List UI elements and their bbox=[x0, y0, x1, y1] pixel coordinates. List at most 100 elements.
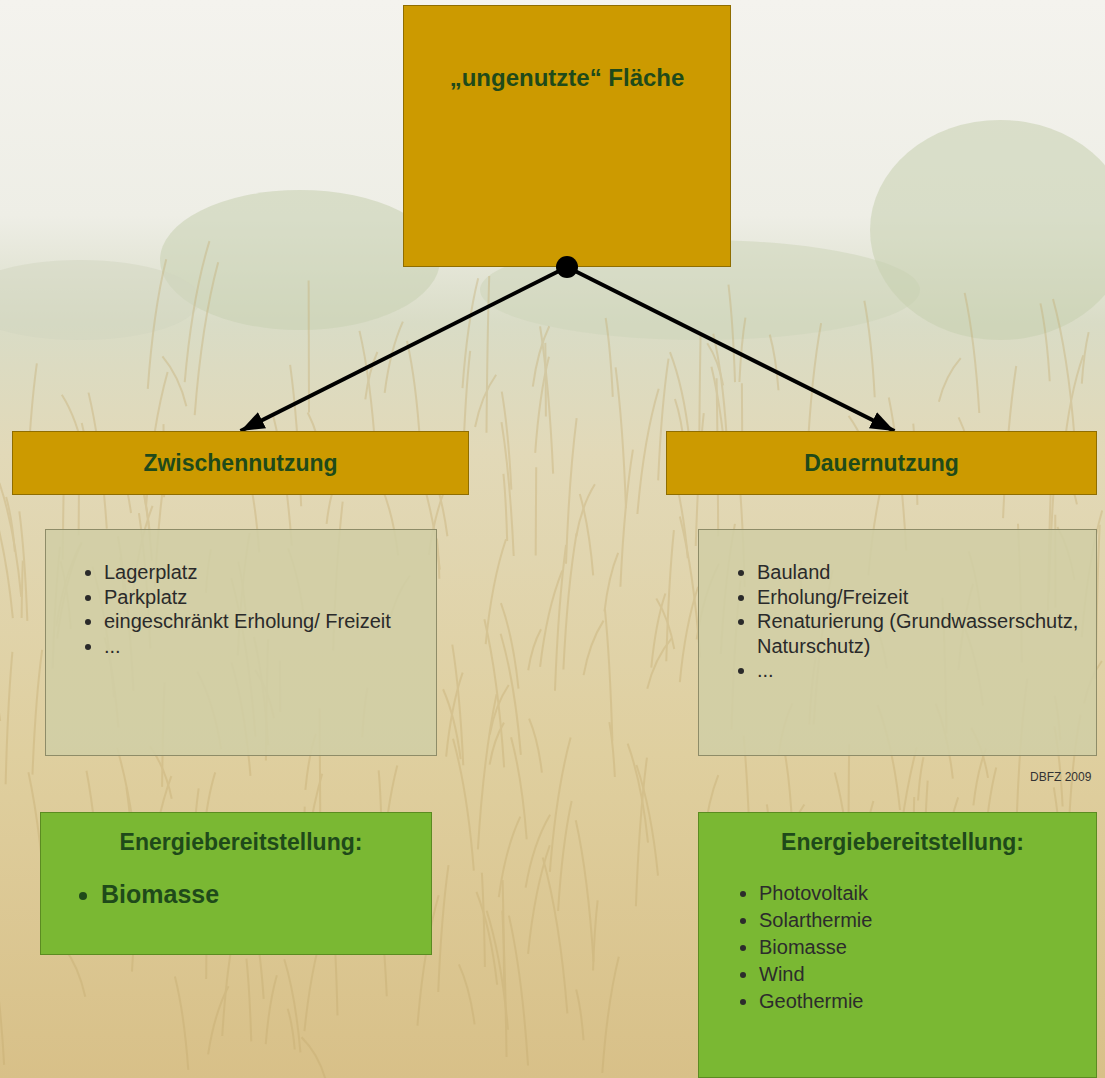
grass-blade bbox=[284, 959, 300, 1052]
grass-blade bbox=[606, 318, 613, 397]
grass-blade bbox=[584, 621, 604, 675]
grass-blade bbox=[535, 467, 537, 555]
category-box: Dauernutzung bbox=[666, 431, 1097, 495]
grass-blade bbox=[918, 757, 923, 800]
energy-heading: Energiebereitstellung: bbox=[67, 829, 415, 856]
root-box: „ungenutzte“ Fläche bbox=[403, 5, 731, 267]
grass-blade bbox=[6, 497, 15, 552]
grass-blade bbox=[558, 801, 572, 911]
list-item: Wind bbox=[759, 961, 1080, 988]
grass-blade bbox=[302, 1037, 326, 1078]
arrow-connector bbox=[241, 267, 568, 431]
grass-blade bbox=[965, 293, 980, 413]
list-item: Geothermie bbox=[759, 988, 1080, 1015]
grass-blade bbox=[503, 474, 507, 541]
grass-blade bbox=[462, 278, 478, 388]
grass-blade bbox=[308, 281, 310, 413]
bullet-list: PhotovoltaikSolarthermieBiomasseWindGeot… bbox=[725, 880, 1080, 1015]
box-title: „ungenutzte“ Fläche bbox=[418, 64, 716, 93]
grass-blade bbox=[580, 494, 593, 575]
list-item: Photovoltaik bbox=[759, 880, 1080, 907]
bullet-list: BaulandErholung/FreizeitRenaturierung (G… bbox=[723, 560, 1082, 683]
grass-blade bbox=[864, 301, 874, 397]
grass-blade bbox=[32, 650, 42, 775]
grass-blade bbox=[973, 749, 986, 806]
grass-blade bbox=[499, 817, 521, 898]
grass-blade bbox=[576, 989, 583, 1040]
grass-blade bbox=[543, 857, 568, 1013]
grass-blade bbox=[246, 959, 251, 1042]
grass-blade bbox=[604, 553, 618, 611]
grass-blade bbox=[266, 975, 277, 1044]
grass-blade bbox=[175, 976, 188, 1069]
grass-blade bbox=[185, 241, 210, 382]
list-item: Renaturierung (Grundwasserschutz, Naturs… bbox=[757, 609, 1082, 658]
grass-blade bbox=[620, 450, 633, 587]
grass-blade bbox=[563, 533, 576, 669]
list-item: ... bbox=[757, 658, 1082, 683]
grass-blade bbox=[490, 723, 504, 765]
grass-blade bbox=[0, 626, 1, 721]
list-item: eingeschränkt Erholung/ Freizeit bbox=[104, 609, 422, 634]
use-list-box: LagerplatzParkplatzeingeschränkt Erholun… bbox=[45, 529, 437, 756]
grass-blade bbox=[22, 561, 23, 618]
list-item: Erholung/Freizeit bbox=[757, 585, 1082, 610]
list-item: Parkplatz bbox=[104, 585, 422, 610]
energy-heading: Energiebereitstellung: bbox=[725, 829, 1080, 856]
grass-blade bbox=[535, 357, 549, 453]
list-item: Biomasse bbox=[759, 934, 1080, 961]
grass-blade bbox=[0, 495, 13, 619]
grass-blade bbox=[526, 815, 550, 888]
grass-blade bbox=[540, 571, 562, 667]
grass-blade bbox=[656, 599, 674, 649]
grass-blade bbox=[576, 820, 594, 961]
grass-blade bbox=[0, 483, 21, 597]
grass-blade bbox=[939, 358, 961, 402]
grass-blade bbox=[443, 689, 461, 759]
grass-blade bbox=[459, 964, 475, 1024]
grass-blade bbox=[707, 343, 723, 385]
grass-blade bbox=[550, 737, 571, 871]
list-item: Biomasse bbox=[101, 878, 415, 912]
grass-blade bbox=[487, 911, 508, 1030]
category-box: Zwischennutzung bbox=[12, 431, 469, 495]
grass-blade bbox=[529, 719, 542, 773]
energy-box: Energiebereitstellung: PhotovoltaikSolart… bbox=[698, 812, 1097, 1078]
grass-blade bbox=[148, 259, 166, 389]
bullet-list: Biomasse bbox=[67, 878, 415, 912]
grass-blade bbox=[509, 916, 528, 1066]
bullet-list: LagerplatzParkplatzeingeschränkt Erholun… bbox=[70, 560, 422, 658]
grass-blade bbox=[533, 326, 549, 386]
grass-blade bbox=[511, 737, 527, 839]
grass-blade bbox=[438, 865, 448, 992]
grass-blade bbox=[566, 418, 577, 564]
list-item: ... bbox=[104, 634, 422, 659]
grass-blade bbox=[446, 673, 463, 757]
grass-blade bbox=[6, 652, 13, 784]
source-note: DBFZ 2009 bbox=[1030, 770, 1091, 784]
grass-blade bbox=[1053, 299, 1075, 438]
grass-blade bbox=[576, 484, 595, 536]
grass-blade bbox=[647, 638, 672, 689]
grass-blade bbox=[501, 422, 513, 556]
grass-blade bbox=[288, 1009, 295, 1050]
use-list-box: BaulandErholung/FreizeitRenaturierung (G… bbox=[698, 529, 1097, 756]
energy-box: Energiebereitstellung: Biomasse bbox=[40, 812, 432, 955]
grass-blade bbox=[1040, 303, 1049, 381]
grass-blade bbox=[616, 367, 626, 508]
grass-blade bbox=[637, 389, 658, 514]
grass-blade bbox=[501, 634, 521, 755]
grass-blade bbox=[475, 375, 496, 427]
grass-blade bbox=[453, 739, 474, 871]
grass-blade bbox=[602, 957, 618, 1073]
grass-blade bbox=[593, 900, 598, 970]
grass-blade bbox=[407, 341, 420, 443]
box-title: Zwischennutzung bbox=[25, 450, 456, 478]
grass-blade bbox=[478, 694, 497, 849]
grass-blade bbox=[728, 285, 735, 383]
grass-blade bbox=[540, 326, 553, 473]
list-item: Lagerplatz bbox=[104, 560, 422, 585]
list-item: Solarthermie bbox=[759, 907, 1080, 934]
grass-blade bbox=[0, 950, 4, 1065]
grass-blade bbox=[486, 276, 489, 433]
